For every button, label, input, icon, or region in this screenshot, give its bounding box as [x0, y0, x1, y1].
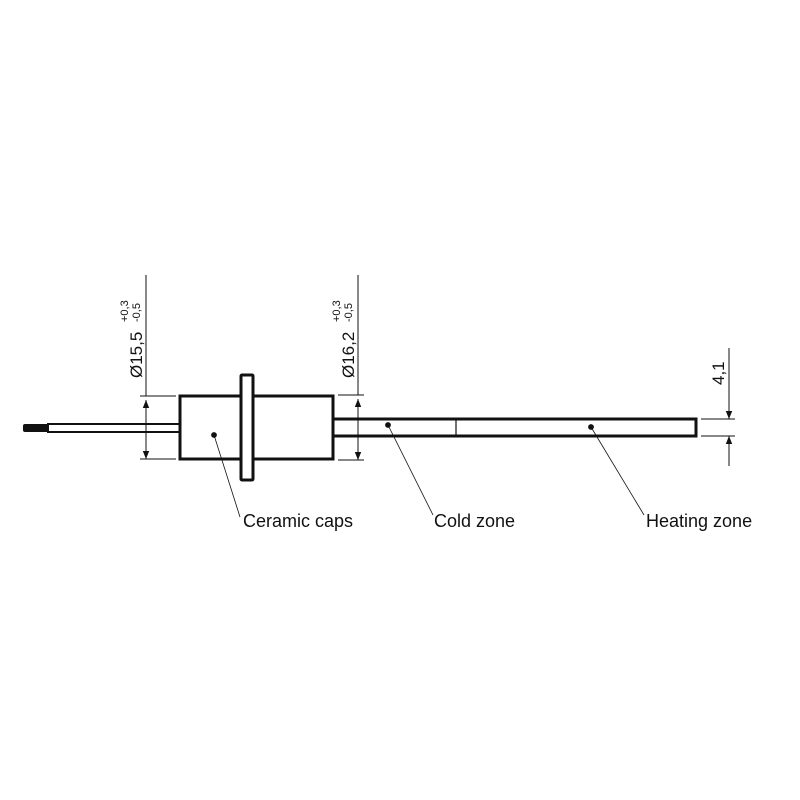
leader-cold-zone	[385, 422, 434, 516]
dim-flange-tol-minus: -0,5	[343, 303, 355, 322]
ceramic-cap-body	[178, 394, 335, 461]
heater-tube	[331, 417, 698, 438]
wire-tip	[23, 424, 49, 432]
dim-flange-tol-plus: +0,3	[331, 300, 343, 322]
dim-cap-tol-minus: -0,5	[131, 303, 143, 322]
dim-flange-diameter-value: Ø16,2	[339, 332, 358, 378]
dim-cap-tol-plus: +0,3	[119, 300, 131, 322]
dimension-tube-diameter	[701, 348, 735, 466]
lead-wire	[23, 423, 181, 433]
label-heating-zone: Heating zone	[646, 511, 752, 531]
label-ceramic-caps: Ceramic caps	[243, 511, 353, 531]
dimension-flange-side-diameter	[338, 275, 364, 461]
leader-ceramic-caps	[211, 432, 241, 518]
label-cold-zone: Cold zone	[434, 511, 515, 531]
dim-cap-diameter-value: Ø15,5	[127, 332, 146, 378]
leader-heating-zone	[588, 424, 645, 516]
flange	[239, 373, 255, 482]
dim-tube-diameter-value: 4,1	[709, 361, 728, 385]
dimension-cap-diameter	[140, 275, 176, 460]
